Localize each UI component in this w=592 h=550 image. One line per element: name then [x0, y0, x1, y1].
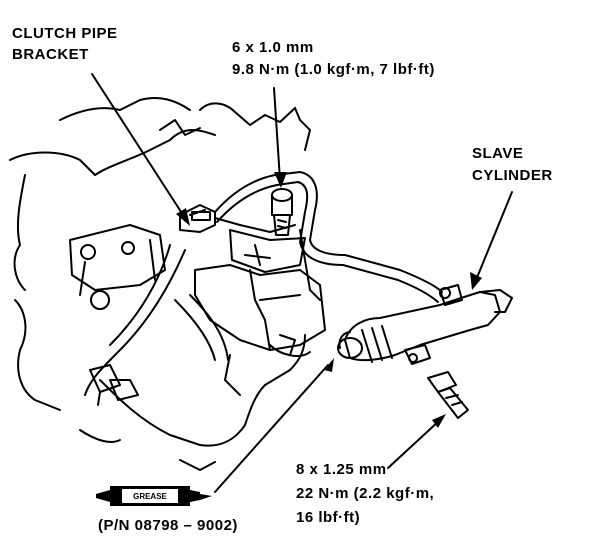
- hoses: [84, 244, 229, 396]
- upper-bolt-size-label: 6 x 1.0 mm: [232, 39, 314, 56]
- lower-bolt: [427, 371, 469, 419]
- transmission-housing: [9, 97, 321, 471]
- arrowhead-slave-cylinder: [470, 272, 482, 290]
- grease-tube-label: GREASE: [133, 492, 167, 501]
- transmission-case: [194, 264, 326, 357]
- slave-cylinder-label-line2: CYLINDER: [472, 167, 553, 184]
- clutch-pipe-bracket-label-line1: CLUTCH PIPE: [12, 25, 118, 42]
- upper-bolt-torque-label: 9.8 N·m (1.0 kgf·m, 7 lbf·ft): [232, 61, 435, 78]
- center-bracket: [229, 229, 306, 273]
- upper-bolt: [271, 188, 293, 236]
- left-bolts: [89, 364, 139, 406]
- arrowhead-bracket: [176, 208, 190, 226]
- arrowheads: [176, 172, 482, 428]
- arrowhead-grease: [324, 358, 334, 372]
- grease-tube: GREASE: [96, 486, 212, 506]
- clutch-pipe-bracket-label-line2: BRACKET: [12, 46, 89, 63]
- slave-cylinder-label-line1: SLAVE: [472, 145, 524, 162]
- mount-bracket: [69, 224, 166, 310]
- lower-bolt-torque-label-cont: 16 lbf·ft): [296, 509, 361, 526]
- part-number-label: (P/N 08798 – 9002): [98, 517, 238, 534]
- clutch-pipe: [214, 171, 443, 303]
- slave-cylinder: [337, 284, 513, 365]
- lower-bolt-size-label: 8 x 1.25 mm: [296, 461, 387, 478]
- leader-lines: [91, 73, 513, 493]
- lower-bolt-torque-label: 22 N·m (2.2 kgf·m,: [296, 485, 435, 502]
- arrowhead-lower-bolt: [432, 414, 446, 428]
- arrowhead-upper-bolt: [274, 172, 287, 188]
- clutch-pipe-bracket: [179, 204, 296, 233]
